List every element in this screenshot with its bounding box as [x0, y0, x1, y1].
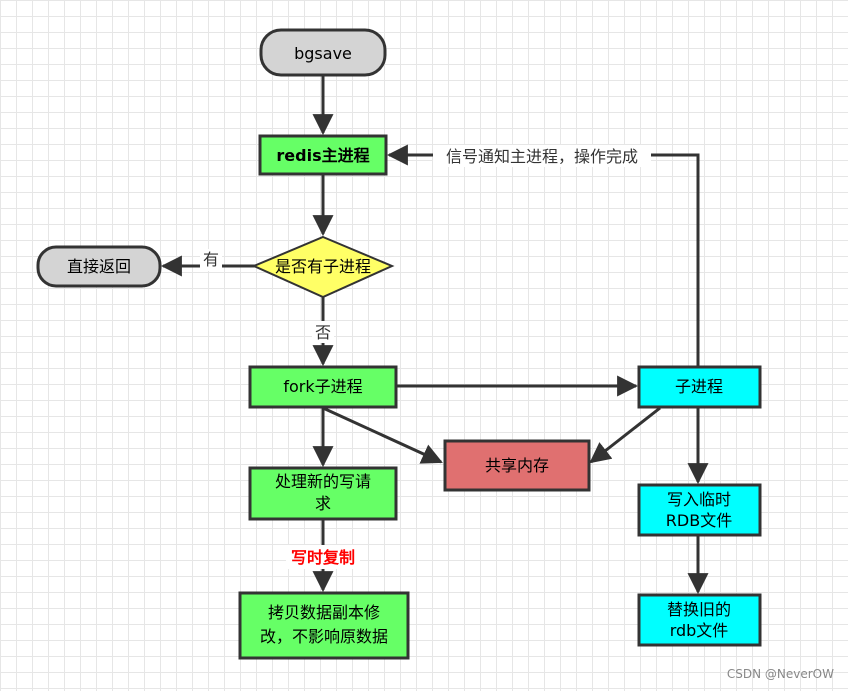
redis-main-label: redis主进程: [276, 146, 369, 165]
write-temp-line1: 写入临时: [667, 490, 731, 509]
node-replace-old-rdb: 替换旧的 rdb文件: [637, 593, 762, 647]
node-handle-new-writes: 处理新的写请 求: [248, 466, 398, 521]
watermark: CSDN @NeverOW: [726, 667, 834, 681]
node-copy-data: 拷贝数据副本修 改，不影响原数据: [238, 591, 410, 660]
node-redis-main-process: redis主进程: [258, 134, 388, 176]
write-temp-line2: RDB文件: [666, 511, 732, 530]
shared-memory-label: 共享内存: [485, 456, 549, 475]
node-write-temp-rdb: 写入临时 RDB文件: [637, 483, 762, 537]
handle-writes-line1: 处理新的写请: [275, 472, 371, 491]
yes-label-bg: [200, 249, 222, 271]
copy-line1: 拷贝数据副本修: [268, 603, 380, 622]
no-label: 否: [315, 323, 331, 342]
bgsave-label: bgsave: [294, 44, 352, 63]
node-fork-child: fork子进程: [248, 365, 398, 409]
replace-line1: 替换旧的: [667, 600, 731, 619]
handle-writes-line2: 求: [315, 494, 331, 513]
signal-label-bg: [433, 145, 651, 167]
node-bgsave: bgsave: [259, 28, 387, 77]
edge-child-to-shared: [589, 406, 661, 464]
direct-return-label: 直接返回: [67, 257, 131, 276]
yes-label: 有: [203, 250, 219, 269]
no-label-bg: [312, 321, 334, 343]
replace-line2: rdb文件: [670, 621, 729, 640]
fork-label: fork子进程: [283, 377, 362, 396]
edge-fork-to-shared: [322, 406, 443, 464]
child-label: 子进程: [675, 377, 723, 396]
signal-label: 信号通知主进程，操作完成: [446, 147, 638, 166]
node-shared-memory: 共享内存: [443, 439, 591, 492]
node-direct-return: 直接返回: [36, 245, 162, 288]
cow-label-bg: [286, 545, 360, 569]
node-has-child-decision: 是否有子进程: [251, 235, 395, 299]
node-child-process: 子进程: [637, 365, 762, 409]
copy-line2: 改，不影响原数据: [260, 627, 388, 646]
decision-label: 是否有子进程: [275, 257, 371, 276]
copy-on-write-label: 写时复制: [291, 548, 355, 567]
edge-child-to-main: [386, 144, 700, 366]
